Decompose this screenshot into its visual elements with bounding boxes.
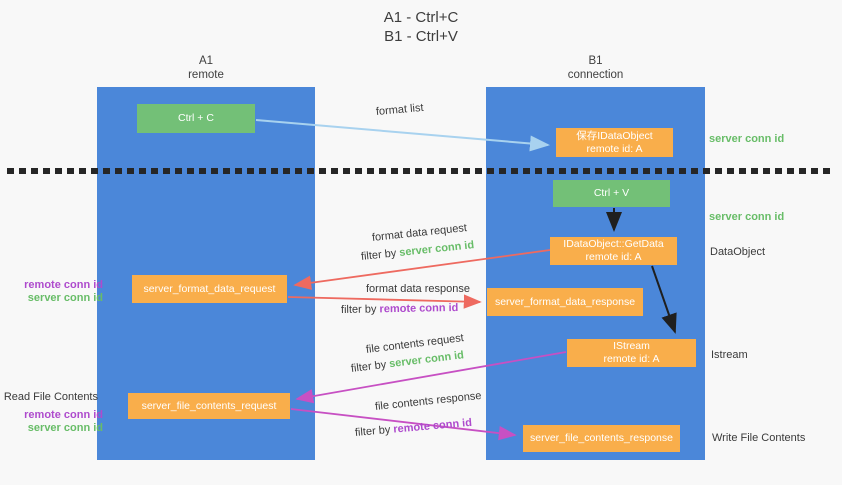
filter-by-text-2: filter by — [340, 303, 380, 316]
dotted-separator — [7, 168, 835, 174]
label-read-file-contents: Read File Contents — [3, 391, 98, 403]
node-istream-line2: remote id: A — [603, 353, 660, 365]
node-server-format-data-request-label: server_format_data_request — [143, 282, 276, 295]
lane-a1-subtitle: remote — [188, 69, 224, 81]
node-ctrl-c-label: Ctrl + C — [178, 112, 214, 124]
node-ctrl-v: Ctrl + V — [553, 180, 670, 207]
format-data-request-arrow — [293, 249, 551, 290]
lane-a1-header: A1 remote — [97, 54, 315, 82]
label-remote-conn-id-left-top: remote conn id — [24, 279, 103, 291]
node-server-format-data-response: server_format_data_response — [487, 288, 643, 316]
label-write-file-contents: Write File Contents — [712, 432, 806, 444]
node-istream-line1: IStream — [613, 340, 650, 352]
title-line-a1: A1 - Ctrl+C — [383, 9, 459, 26]
label-format-data-response: format data response — [366, 283, 470, 295]
label-server-conn-id-mid-right: server conn id — [709, 211, 785, 223]
label-filter-by-remote-conn-id-1: filter by remote conn id — [341, 302, 459, 316]
lane-b1-name: B1 — [588, 55, 603, 67]
node-idataobject-getdata-line2: remote id: A — [585, 251, 642, 263]
lane-b1-subtitle: connection — [567, 69, 624, 81]
node-save-idataobject-line2: remote id: A — [586, 142, 643, 155]
getdata-to-istream-arrow — [651, 265, 677, 334]
title-line-b1: B1 - Ctrl+V — [384, 28, 458, 45]
label-server-conn-id-left-top: server conn id — [27, 292, 103, 304]
label-istream: Istream — [711, 349, 748, 361]
node-ctrl-v-label: Ctrl + V — [593, 187, 630, 199]
node-server-file-contents-request: server_file_contents_request — [128, 393, 290, 419]
node-idataobject-getdata-line1: IDataObject::GetData — [563, 238, 664, 250]
node-server-file-contents-response-label: server_file_contents_response — [529, 432, 673, 444]
node-istream: IStream remote id: A — [567, 339, 696, 367]
lane-a1-name: A1 — [198, 55, 214, 67]
label-server-conn-id-top-right: server conn id — [709, 133, 785, 145]
label-remote-conn-id-left-bottom: remote conn id — [24, 409, 103, 421]
label-dataobject: DataObject — [710, 246, 766, 258]
diagram-title: A1 - Ctrl+C B1 - Ctrl+V — [0, 8, 842, 46]
node-server-file-contents-request-label: server_file_contents_request — [141, 399, 277, 412]
filter-value-2: remote conn id — [379, 301, 459, 316]
format-data-response-arrow — [287, 294, 482, 309]
file-contents-request-arrow — [295, 351, 567, 404]
label-server-conn-id-left-bottom: server conn id — [27, 422, 103, 434]
node-save-idataobject: 保存IDataObject remote id: A — [556, 128, 673, 157]
node-save-idataobject-line1: 保存IDataObject — [576, 129, 653, 142]
format-list-arrow — [255, 119, 550, 152]
node-server-format-data-request: server_format_data_request — [132, 275, 287, 303]
node-server-format-data-response-label: server_format_data_response — [494, 295, 636, 308]
node-ctrl-c: Ctrl + C — [137, 104, 255, 133]
node-server-file-contents-response: server_file_contents_response — [523, 425, 680, 452]
file-contents-response-arrow — [290, 408, 517, 441]
lane-b1-header: B1 connection — [486, 54, 705, 82]
node-idataobject-getdata: IDataObject::GetData remote id: A — [550, 237, 677, 265]
